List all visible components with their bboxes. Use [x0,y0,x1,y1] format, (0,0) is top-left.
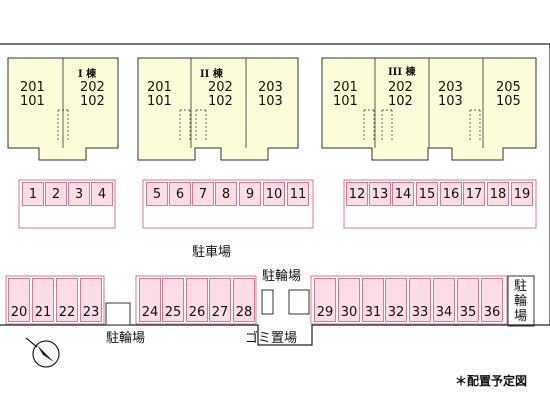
parking-slot: 32 [385,278,407,322]
building-1-name: I 棟 [78,69,97,80]
garbage-bin-1 [261,289,274,315]
layout-note: ＊配置予定図 [455,374,528,388]
parking-slot: 29 [314,278,336,322]
parking-slot: 21 [32,278,54,322]
parking-slot: 25 [162,278,184,322]
parking-lot-label: 駐車場 [192,245,232,260]
parking-slot: 2 [45,182,67,206]
parking-slot: 28 [233,278,255,322]
building-2 [137,57,299,161]
parking-group-top-1 [18,179,116,229]
parking-group-top-3 [343,179,537,229]
parking-slot: 31 [362,278,384,322]
north-compass-icon [25,337,60,368]
parking-slot: 4 [91,182,113,206]
parking-group-bottom-3 [310,275,508,325]
parking-slot: 11 [287,182,309,206]
building-3-name: III 棟 [388,67,416,78]
parking-slot: 7 [192,182,214,206]
parking-slot: 27 [209,278,231,322]
parking-slot: 5 [146,182,168,206]
parking-slot: 18 [487,182,509,206]
parking-slot: 26 [186,278,208,322]
parking-slot: 24 [139,278,161,322]
parking-slot: 33 [409,278,431,322]
parking-slot: 10 [263,182,285,206]
bicycle-area-right [507,275,535,327]
parking-slot: 17 [463,182,485,206]
building-3 [321,57,537,161]
parking-group-top-2 [142,179,314,229]
site-boundary [0,43,550,346]
parking-slot: 3 [68,182,90,206]
garbage-label: ゴミ置場 [245,331,298,346]
building-1 [7,57,119,161]
parking-slot: 20 [8,278,30,322]
parking-slot: 9 [239,182,261,206]
parking-slot: 35 [457,278,479,322]
bicycle-side-char-1: 駐 [514,279,528,294]
parking-slot: 23 [80,278,102,322]
parking-group-bottom-1 [5,275,105,325]
garbage-bin-2 [288,289,310,315]
parking-slot: 36 [481,278,503,322]
bicycle-parking-label: 駐輪場 [262,269,302,284]
parking-slot: 15 [416,182,438,206]
parking-slot: 22 [56,278,78,322]
parking-slot: 14 [392,182,414,206]
parking-slot: 19 [511,182,533,206]
parking-slot: 13 [369,182,391,206]
bicycle-shed [105,302,131,326]
parking-slot: 30 [338,278,360,322]
parking-slot: 34 [433,278,455,322]
parking-slot: 8 [215,182,237,206]
bicycle-side-char-2: 輪 [514,294,528,309]
bicycle-parking-label-2: 駐輪場 [106,331,146,346]
parking-slot: 16 [440,182,462,206]
bicycle-side-char-3: 場 [514,309,528,324]
parking-slot: 1 [22,182,44,206]
building-2-name: II 棟 [200,69,223,80]
parking-slot: 6 [169,182,191,206]
parking-group-bottom-2 [135,275,257,325]
parking-slot: 12 [346,182,368,206]
